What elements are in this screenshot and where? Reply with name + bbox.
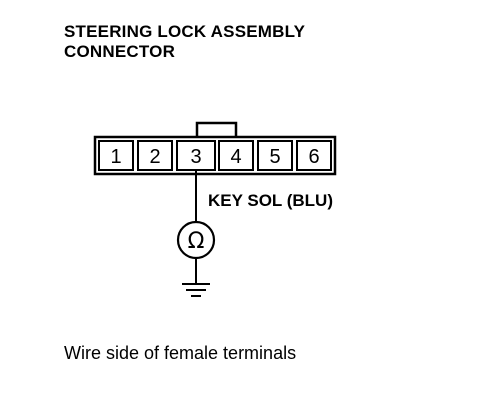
title-line-2: CONNECTOR — [64, 42, 176, 61]
pin-number-2: 2 — [149, 146, 160, 168]
title-line-1: STEERING LOCK ASSEMBLY — [64, 22, 306, 41]
terminal-2 — [137, 140, 173, 171]
ohmmeter-icon: Ω — [176, 220, 216, 260]
terminal-1 — [98, 140, 134, 171]
pin-number-3: 3 — [190, 146, 201, 168]
connector-terminals — [98, 140, 332, 171]
diagram-caption: Wire side of female terminals — [64, 343, 297, 363]
ohmmeter-symbol: Ω — [188, 229, 205, 254]
pin-number-5: 5 — [269, 146, 280, 168]
terminal-numbers: 1 2 3 4 5 6 — [110, 146, 319, 168]
wire-label: KEY SOL (BLU) — [208, 191, 333, 210]
ground-icon — [182, 283, 210, 297]
connector-lock-tab — [195, 121, 238, 137]
diagram-title: STEERING LOCK ASSEMBLY CONNECTOR — [64, 22, 305, 62]
pin-number-4: 4 — [230, 146, 241, 168]
pin-number-6: 6 — [308, 146, 319, 168]
terminal-4 — [218, 140, 254, 171]
pin-number-1: 1 — [110, 146, 121, 168]
terminal-5 — [257, 140, 293, 171]
terminal-6 — [296, 140, 332, 171]
